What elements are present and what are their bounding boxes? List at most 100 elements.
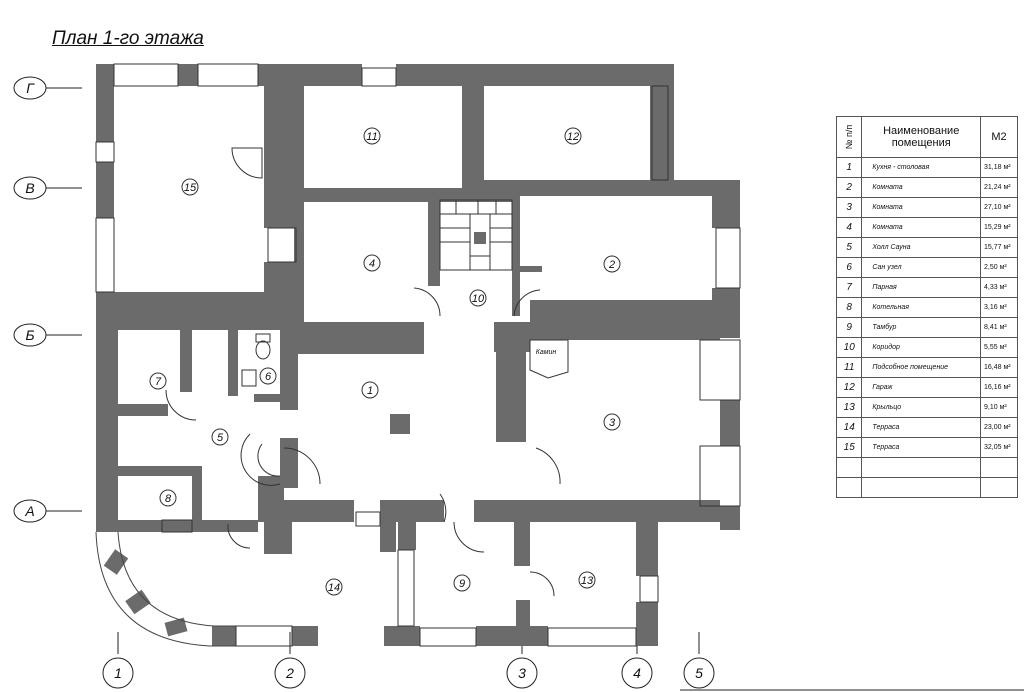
fireplace-label: Камин bbox=[536, 349, 557, 356]
room-number: 13 bbox=[581, 575, 594, 587]
room-number: 1 bbox=[367, 385, 373, 397]
row-number: 5 bbox=[835, 237, 863, 258]
axis-number: 5 bbox=[695, 665, 703, 681]
row-room-name: Кухня - столовая bbox=[861, 157, 981, 178]
row-room-name: Комната bbox=[861, 217, 981, 238]
axis-number: 3 bbox=[518, 665, 526, 681]
room-number: 11 bbox=[366, 131, 377, 143]
row-number: 7 bbox=[835, 277, 863, 298]
row-area: 9,10 м² bbox=[980, 397, 1018, 418]
axis-letter: Г bbox=[26, 80, 35, 96]
row-number: 10 bbox=[835, 337, 863, 358]
row-area: 2,50 м² bbox=[980, 257, 1018, 278]
row-number: 12 bbox=[835, 377, 863, 398]
row-area: 5,55 м² bbox=[980, 337, 1018, 358]
row-number: 14 bbox=[835, 417, 863, 438]
windows bbox=[95, 63, 741, 647]
fireplace bbox=[529, 339, 569, 379]
axis-letter: Б bbox=[25, 327, 34, 343]
row-number: 1 bbox=[835, 157, 863, 178]
row-area: 8,41 м² bbox=[980, 317, 1018, 338]
row-room-name: Комната bbox=[861, 177, 981, 198]
row-room-name: Терраса bbox=[861, 417, 981, 438]
room-number: 2 bbox=[608, 259, 615, 271]
row-area: 23,00 м² bbox=[980, 417, 1018, 438]
room-markers bbox=[149, 127, 621, 596]
room-number: 10 bbox=[472, 293, 485, 305]
row-area: 15,77 м² bbox=[980, 237, 1018, 258]
toilet-icon bbox=[241, 333, 271, 387]
row-room-name: Коридор bbox=[861, 337, 981, 358]
row-number: 15 bbox=[835, 437, 863, 458]
room-number: 5 bbox=[217, 432, 224, 444]
room-number: 15 bbox=[184, 182, 197, 194]
row-number: 2 bbox=[835, 177, 863, 198]
room-number: 4 bbox=[369, 258, 375, 270]
row-area: 16,48 м² bbox=[980, 357, 1018, 378]
row-number: 9 bbox=[835, 317, 863, 338]
row-number: 3 bbox=[835, 197, 863, 218]
row-area: 4,33 м² bbox=[980, 277, 1018, 298]
room-number: 6 bbox=[265, 371, 272, 383]
room-number: 9 bbox=[459, 578, 465, 590]
letter-axis-bubbles: Г В Б А bbox=[13, 76, 47, 523]
table-header: № п/п Наименование помещения М2 bbox=[835, 116, 1018, 158]
row-room-name: Парная bbox=[861, 277, 981, 298]
row-number: 8 bbox=[835, 297, 863, 318]
row-area: 32,05 м² bbox=[980, 437, 1018, 458]
row-room-name: Котельная bbox=[861, 297, 981, 318]
room-number: 7 bbox=[155, 376, 162, 388]
table-row-empty bbox=[835, 457, 1018, 478]
room-number: 8 bbox=[165, 493, 172, 505]
row-room-name: Тамбур bbox=[861, 317, 981, 338]
table-row-empty bbox=[835, 477, 1018, 498]
row-number: 6 bbox=[835, 257, 863, 278]
walls bbox=[96, 64, 740, 646]
col-num-header: № п/п bbox=[835, 116, 863, 158]
row-area: 16,16 м² bbox=[980, 377, 1018, 398]
col-name-header: Наименование помещения bbox=[861, 116, 981, 158]
row-room-name: Сан узел bbox=[861, 257, 981, 278]
row-room-name: Холл Сауна bbox=[861, 237, 981, 258]
row-area: 31,18 м² bbox=[980, 157, 1018, 178]
row-number: 11 bbox=[835, 357, 863, 378]
row-room-name: Крыльцо bbox=[861, 397, 981, 418]
room-number: 3 bbox=[609, 417, 616, 429]
row-number: 13 bbox=[835, 397, 863, 418]
row-area: 15,29 м² bbox=[980, 217, 1018, 238]
plan-title: План 1-го этажа bbox=[52, 28, 204, 49]
col-area-header: М2 bbox=[980, 116, 1018, 158]
row-area: 3,16 м² bbox=[980, 297, 1018, 318]
room-number: 12 bbox=[567, 131, 579, 143]
row-area: 27,10 м² bbox=[980, 197, 1018, 218]
axis-letter: А bbox=[24, 503, 34, 519]
row-room-name: Подсобное помещение bbox=[861, 357, 981, 378]
row-room-name: Терраса bbox=[861, 437, 981, 458]
room-number: 14 bbox=[328, 582, 340, 594]
doors bbox=[165, 147, 561, 597]
axis-letter: В bbox=[25, 180, 34, 196]
row-room-name: Комната bbox=[861, 197, 981, 218]
row-number: 4 bbox=[835, 217, 863, 238]
axis-number: 2 bbox=[285, 665, 294, 681]
number-axis-bubbles: 1 2 3 4 5 bbox=[102, 657, 715, 689]
axis-number: 4 bbox=[633, 665, 641, 681]
room-numbers: 1 2 3 4 5 6 7 8 9 10 11 12 13 14 15 bbox=[155, 131, 616, 594]
letter-axis-lines bbox=[46, 87, 82, 512]
